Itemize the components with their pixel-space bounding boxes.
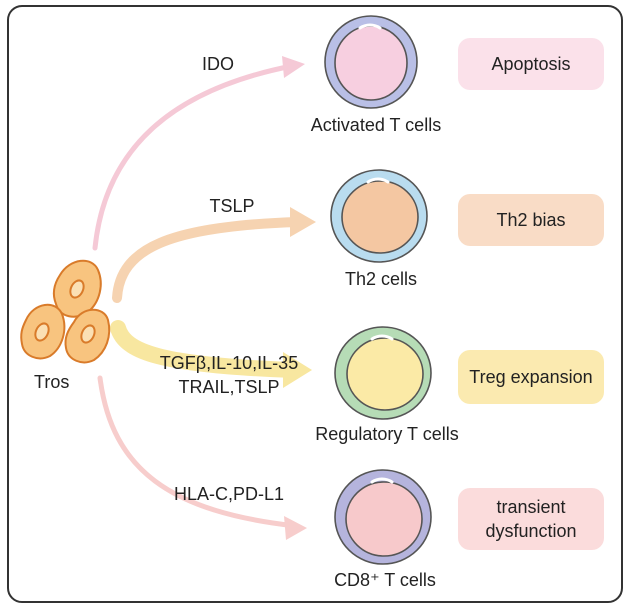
- t-cells: [324, 15, 432, 565]
- outcome-text: transient: [496, 497, 565, 517]
- outcome-boxes: Apoptosis Th2 bias Treg expansion transi…: [458, 38, 604, 550]
- outcome-text: Th2 bias: [496, 210, 565, 230]
- arrow-head-th2: [290, 207, 316, 237]
- activated-t-cell-icon: [324, 15, 418, 109]
- outcome-box-apoptosis: [458, 38, 604, 90]
- mediator-label: HLA-C,PD-L1: [174, 484, 284, 504]
- mediator-label: IDO: [202, 54, 234, 74]
- outcome-text: dysfunction: [485, 521, 576, 541]
- outcome-text: Treg expansion: [469, 367, 592, 387]
- cell-label: CD8⁺ T cells: [334, 570, 436, 590]
- arrow-head-treg: [283, 352, 312, 388]
- arrow-treg: [110, 320, 300, 378]
- mediator-label: TGFβ,IL-10,IL-35: [160, 353, 298, 373]
- arrows: [92, 56, 316, 540]
- arrow-cd8: [97, 375, 299, 529]
- diagram-frame: [7, 5, 623, 603]
- outcome-box-transient-dysfunction: [458, 488, 604, 550]
- outcome-text: Apoptosis: [491, 54, 570, 74]
- outcome-box-treg-expansion: [458, 350, 604, 404]
- regulatory-t-cell-icon: [334, 326, 432, 420]
- arrow-activated-t: [92, 63, 295, 251]
- arrow-head-cd8: [284, 516, 307, 540]
- cd8-t-cell-icon: [334, 469, 432, 565]
- tros-cell-icon: [64, 308, 111, 364]
- cell-label: Activated T cells: [311, 115, 441, 135]
- arrow-th2: [112, 217, 303, 303]
- tros-cells: [20, 259, 111, 364]
- tros-label: Tros: [34, 372, 69, 392]
- mediator-label: TRAIL,TSLP: [178, 377, 279, 397]
- th2-cell-icon: [330, 169, 428, 263]
- cell-label: Regulatory T cells: [315, 424, 458, 444]
- tros-cell-icon: [20, 304, 66, 360]
- cell-label: Th2 cells: [345, 269, 417, 289]
- arrow-head-activated-t: [282, 56, 305, 78]
- outcome-box-th2-bias: [458, 194, 604, 246]
- mediator-label: TSLP: [209, 196, 254, 216]
